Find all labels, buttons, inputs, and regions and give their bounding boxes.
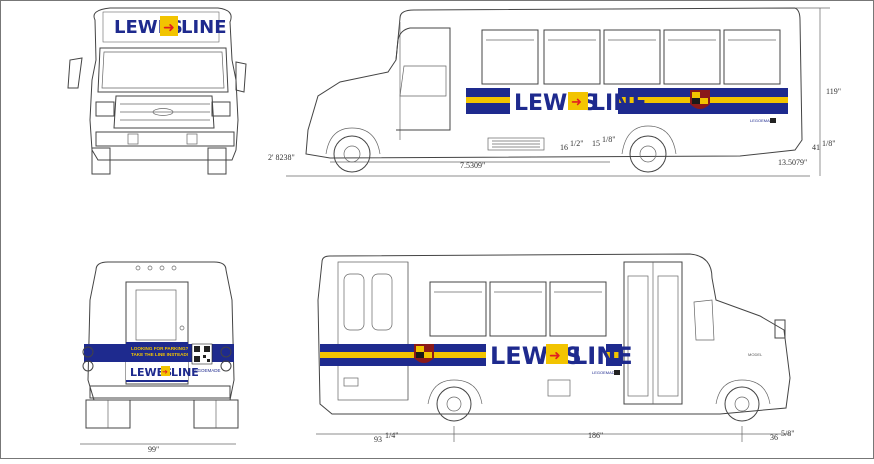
front-wordmark-arrow-box bbox=[160, 16, 178, 36]
rear-door-window bbox=[135, 289, 177, 341]
side-window-3 bbox=[603, 29, 661, 85]
side-bottom-wordmark-right: LINE bbox=[572, 342, 633, 370]
front-left-mirror bbox=[67, 57, 83, 89]
rear-arrow-box bbox=[161, 366, 170, 376]
dim-step2-height-frac: 1/8" bbox=[602, 135, 616, 144]
dim-rear-overhang-frac: 5/8" bbox=[781, 429, 795, 438]
dim-step-height-frac: 1/2" bbox=[570, 139, 584, 148]
side-top-rear-wheel bbox=[629, 135, 667, 173]
dim-total-height: 119" bbox=[826, 87, 841, 96]
qr-code-icon bbox=[191, 343, 213, 365]
arrow-right-icon: ➜ bbox=[571, 94, 582, 109]
arrow-right-icon: ➜ bbox=[162, 369, 168, 376]
rear-panel-url: LEGOEMADE bbox=[192, 368, 221, 373]
rear-panel-line2: TAKE THE LINE INSTEAD! bbox=[131, 352, 189, 357]
rear-left-lamp-2 bbox=[82, 360, 94, 372]
side-bottom-small-text: LEGOEMADE bbox=[592, 370, 618, 375]
front-entry-doors bbox=[623, 261, 683, 405]
front-grille-emblem bbox=[152, 108, 174, 116]
side-top-small-text: LEGOEMADE bbox=[750, 118, 776, 123]
rear-right-lamp-1 bbox=[220, 346, 232, 358]
arrow-right-icon: ➜ bbox=[549, 347, 561, 363]
arrow-right-icon: ➜ bbox=[163, 19, 175, 35]
bus-side-view-top: LEWES ➜ LINE LEGOEMADE 2' 8238" 7.5309" … bbox=[268, 7, 841, 177]
dim-rear-width: 99" bbox=[148, 445, 159, 454]
dim-rear-overhang: 36 bbox=[770, 433, 778, 442]
bus-front-view: LEWES ➜ LINE bbox=[67, 7, 247, 175]
dim-rear-height-frac: 1/8" bbox=[822, 139, 836, 148]
side-bottom-emblem: MODEL bbox=[748, 352, 763, 357]
side-window-2 bbox=[543, 29, 601, 85]
front-right-tire bbox=[207, 147, 227, 175]
side-bottom-window-3 bbox=[549, 281, 607, 337]
side-bottom-arrow-box bbox=[546, 344, 568, 364]
side-window-5 bbox=[723, 29, 781, 85]
side-top-front-wheel bbox=[333, 135, 371, 173]
rear-panel-line1: LOOKING FOR PARKING? bbox=[131, 346, 189, 351]
front-wordmark-right: LINE bbox=[181, 17, 227, 38]
bus-side-view-bottom: LEWES ➜ LINE LEGOEMADE MODEL 93 1/4" 186… bbox=[316, 253, 795, 444]
dim-front-overhang: 93 bbox=[374, 435, 382, 444]
side-bottom-window-1 bbox=[429, 281, 487, 337]
side-top-step bbox=[487, 137, 545, 151]
side-bottom-window-2 bbox=[489, 281, 547, 337]
side-window-4 bbox=[663, 29, 721, 85]
rear-wordmark-right: LINE bbox=[171, 366, 199, 379]
front-left-tire bbox=[91, 147, 111, 175]
cab-door-window bbox=[399, 65, 447, 97]
side-bottom-gold-stripe bbox=[320, 352, 622, 358]
front-right-mirror bbox=[235, 61, 247, 93]
city-crest-icon bbox=[690, 90, 710, 109]
rear-right-lamp-2 bbox=[220, 360, 232, 372]
cab-window bbox=[693, 299, 715, 341]
side-bottom-rear-wheel bbox=[436, 386, 472, 422]
dim-wheelbase: 186" bbox=[588, 431, 603, 440]
dim-step-height: 16 bbox=[560, 143, 568, 152]
dim-front-clearance: 2' 8238" bbox=[268, 153, 295, 162]
city-crest-icon bbox=[414, 344, 434, 363]
dim-rear-clearance: 13.5079" bbox=[778, 158, 807, 167]
side-top-gold-stripe bbox=[466, 97, 788, 103]
dim-step2-height: 15 bbox=[592, 139, 600, 148]
side-bottom-front-wheel bbox=[724, 386, 760, 422]
dim-wheelbase-partial: 7.5309" bbox=[460, 161, 485, 170]
side-window-1 bbox=[481, 29, 539, 85]
dim-rear-height: 41 bbox=[812, 143, 820, 152]
side-mirror bbox=[774, 319, 786, 339]
rear-left-lamp-1 bbox=[82, 346, 94, 358]
bus-rear-view: LOOKING FOR PARKING? TAKE THE LINE INSTE… bbox=[80, 261, 239, 454]
dim-front-overhang-frac: 1/4" bbox=[385, 431, 399, 440]
side-top-arrow-box bbox=[568, 92, 588, 110]
side-top-wordmark-right: LINE bbox=[591, 91, 647, 116]
